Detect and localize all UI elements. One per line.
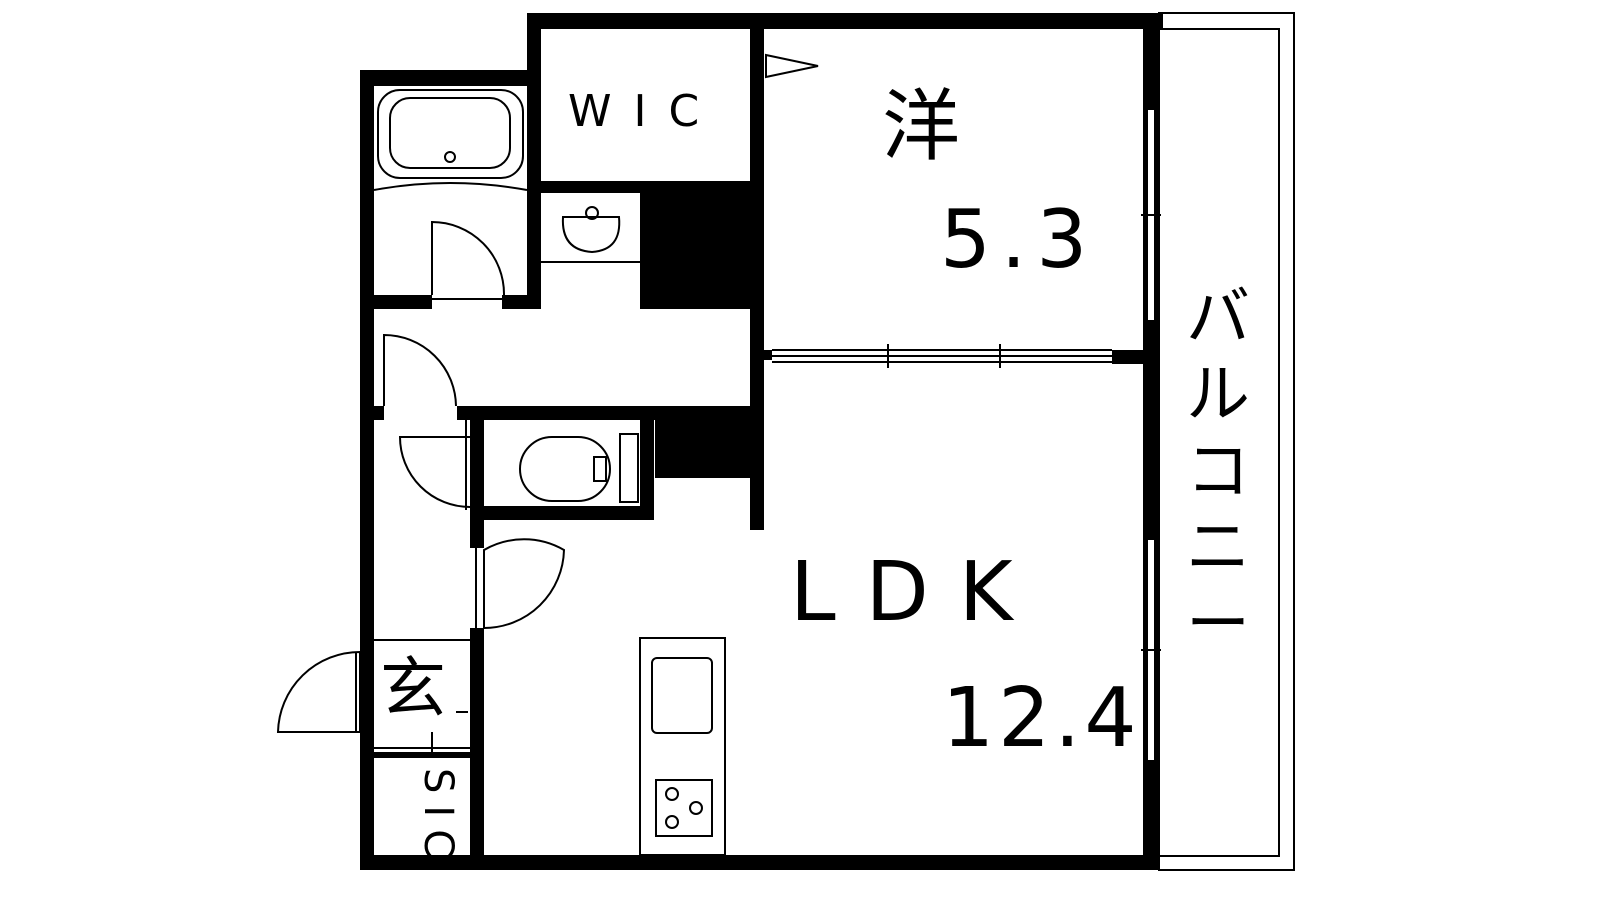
wall-entrance-top [360, 632, 374, 652]
room-label-western: 洋 [882, 82, 961, 172]
wall-bed-ldk-right [1112, 350, 1143, 364]
kitchen-sink [651, 657, 713, 734]
toilet-door [398, 436, 471, 508]
burner-2 [689, 801, 703, 815]
balcony-inner [1158, 28, 1280, 857]
interior-walls [360, 29, 1143, 855]
pillar-upper [640, 193, 762, 309]
room-label-balcony: バルコニー [1186, 281, 1250, 663]
bath-curtain [373, 182, 528, 191]
wall-top [527, 13, 1163, 29]
fixtures [276, 12, 1295, 871]
hall-door [383, 333, 457, 407]
wall-hall-mid [374, 406, 384, 420]
room-label-ldk: LDK [790, 545, 1043, 640]
toilet-seat [593, 456, 607, 482]
wall-left [360, 70, 374, 870]
bathtub-outer [377, 89, 524, 179]
room-area-ldk: 12.4 [942, 671, 1141, 766]
wall-bath-bottom [374, 295, 432, 309]
bathtub-drain [444, 151, 456, 163]
washbasin [561, 216, 621, 254]
room-label-sic: SIC [415, 768, 461, 870]
toilet-tank [619, 433, 639, 503]
bathtub-inner [389, 97, 511, 169]
room-area-western: 5.3 [940, 193, 1098, 286]
burner-3 [665, 815, 679, 829]
washbasin-tap [585, 206, 599, 220]
wall-wic-left [527, 13, 541, 309]
toilet-bowl [519, 436, 611, 502]
pillar-lower [655, 420, 762, 478]
wall-toilet-bottom [470, 506, 654, 520]
wall-toilet-right [640, 420, 654, 520]
wall-hall-mid-right [457, 406, 762, 420]
ldk-door [483, 538, 566, 629]
room-label-entrance: 玄 [380, 650, 446, 727]
wall-bed-ldk [764, 350, 772, 360]
wall-ldk-left [470, 628, 484, 855]
bath-door [431, 220, 506, 296]
burner-1 [665, 787, 679, 801]
wall-wic-bottom [541, 181, 762, 193]
entrance-door [276, 651, 361, 733]
wall-bottom [360, 855, 1159, 870]
kitchen-stove [655, 779, 713, 837]
wall-left-top [360, 70, 541, 86]
wall-bath-bottom-right [502, 295, 541, 309]
wic-door-leaf [765, 53, 819, 79]
wall-sic-top [374, 752, 470, 758]
kitchen-counter [639, 637, 726, 856]
wall-toilet-left [470, 420, 484, 548]
room-label-wic: WIC [568, 86, 722, 137]
